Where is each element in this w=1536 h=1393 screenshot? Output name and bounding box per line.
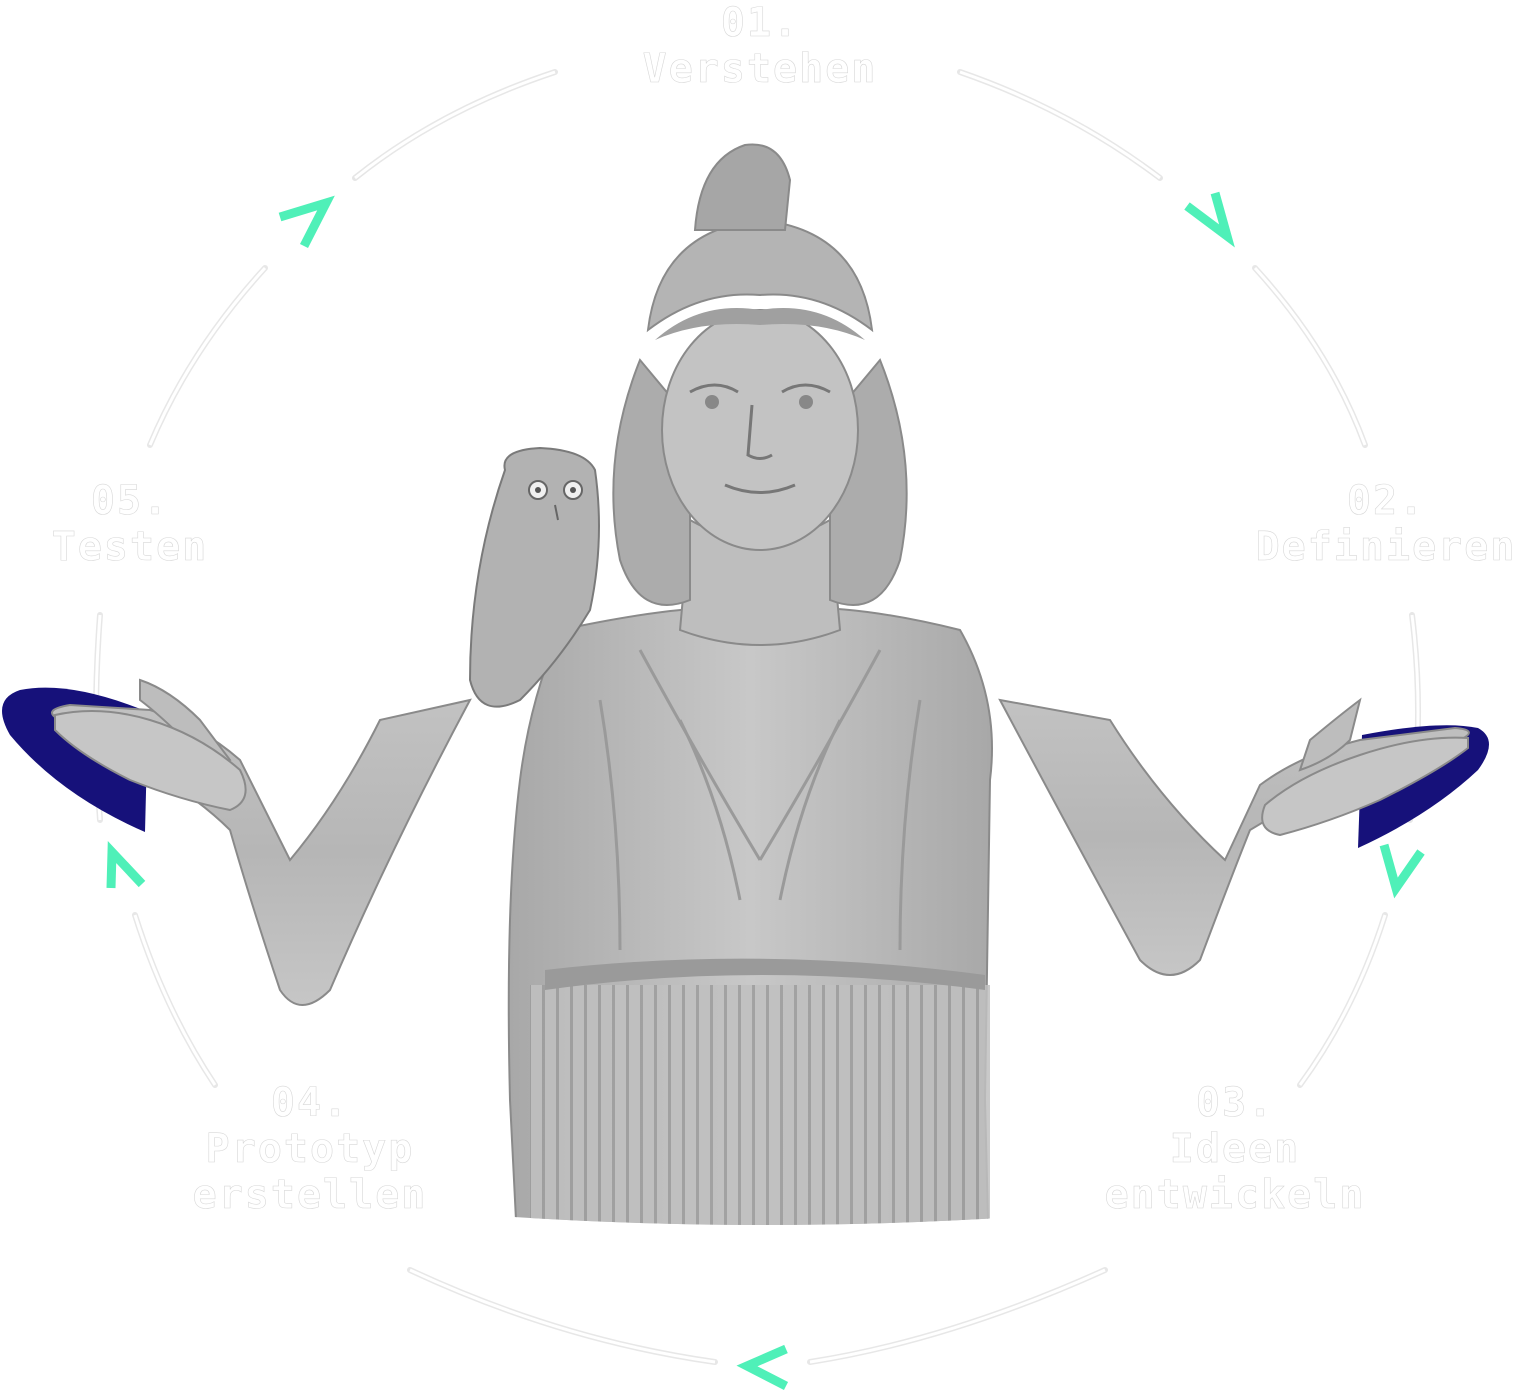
statue-face <box>661 309 859 551</box>
stage-label-testen: 05. Testen <box>30 478 230 571</box>
stage-number: 02. <box>1346 478 1426 525</box>
stage-title-line1: Prototyp <box>205 1126 415 1173</box>
chevron-icon <box>1184 191 1235 248</box>
stage-label-definieren: 02. Definieren <box>1236 478 1536 571</box>
chevron-icon <box>736 1344 789 1391</box>
stage-title: Definieren <box>1255 524 1517 571</box>
stage-title: Verstehen <box>642 46 878 93</box>
stage-label-verstehen: 01. Verstehen <box>610 0 910 92</box>
stage-label-ideen-entwickeln: 03. Ideen entwickeln <box>1080 1080 1390 1219</box>
stage-number: 01. <box>720 0 800 46</box>
statue-left-hand <box>54 710 247 812</box>
chevron-icon <box>278 195 335 249</box>
stage-label-prototyp-erstellen: 04. Prototyp erstellen <box>160 1080 460 1219</box>
stage-title-line2: erstellen <box>192 1172 428 1219</box>
statue-left-arm <box>51 698 472 1006</box>
statue-helmet-crest <box>693 143 792 231</box>
chevron-icon <box>1379 843 1425 899</box>
statue-right-hand <box>1261 736 1469 837</box>
owl <box>468 446 600 708</box>
stage-title-line1: Ideen <box>1169 1126 1301 1173</box>
statue-right-arm <box>998 698 1470 976</box>
chevron-icon <box>106 840 146 889</box>
statue-helmet <box>646 218 874 333</box>
stage-number: 04. <box>270 1080 350 1127</box>
stage-title: Testen <box>51 524 209 571</box>
stage-title-line2: entwickeln <box>1104 1172 1366 1219</box>
stage-number: 05. <box>90 478 170 525</box>
stage-number: 03. <box>1195 1080 1275 1127</box>
